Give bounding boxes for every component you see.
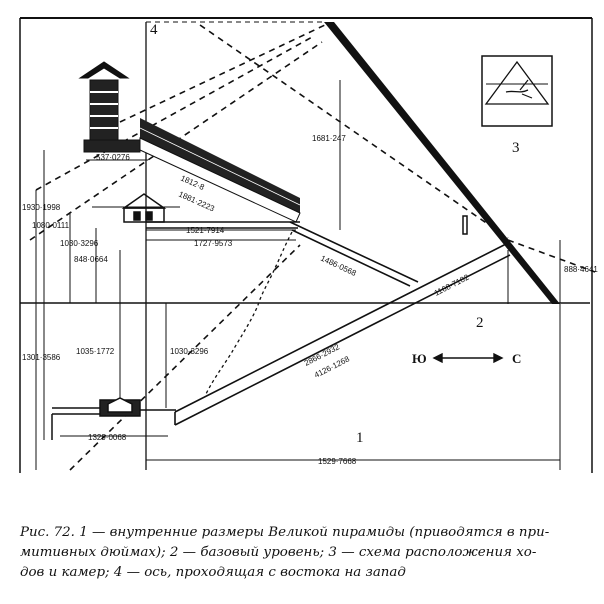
dim-537: 537·0276 [96, 153, 130, 162]
queens-chamber [121, 193, 167, 223]
dim-1168: 1168·7102 [433, 272, 471, 297]
south-north-arrow [432, 352, 504, 364]
dim-1329: 1329·0068 [88, 433, 127, 442]
shaft-marker [462, 215, 468, 235]
well-shaft [205, 231, 293, 395]
scheme-inset [481, 55, 553, 127]
dim-1030a: 1030·3296 [60, 239, 99, 248]
dim-1486: 1486·0568 [319, 254, 358, 279]
dim-1080: 1080·0111 [32, 221, 70, 230]
caption-line-2: митивных дюймах); 2 — базовый уровень; 3… [20, 545, 537, 560]
dim-1727: 1727·9573 [194, 239, 233, 248]
dim-1030b: 1030·3296 [170, 347, 209, 356]
pyramid-cross-section-diagram: 4 2 3 1 Ю С 537·0276 1681·247 1812·8 188… [19, 17, 598, 473]
descending-passage [174, 242, 511, 426]
label-north: С [512, 351, 521, 366]
dim-1681: 1681·247 [312, 134, 346, 143]
dimension-lines [35, 80, 561, 470]
frame-lines [19, 17, 593, 473]
caption-line-1: Рис. 72. 1 — внутренние размеры Великой … [20, 525, 550, 540]
label-base-2: 2 [476, 315, 484, 331]
dim-1035: 1035·1772 [76, 347, 115, 356]
label-ground-1: 1 [356, 430, 364, 446]
kings-chamber-tower [78, 61, 141, 153]
caption-line-3: дов и камер; 4 — ось, проходящая с восто… [20, 565, 406, 580]
ascending-passage [289, 221, 419, 287]
dim-1930: 1930·1998 [22, 203, 61, 212]
subterranean-chamber [52, 397, 176, 417]
dim-1521: 1521·7914 [186, 226, 225, 235]
dim-1529: 1529·7668 [318, 457, 357, 466]
dim-888: 888·4641 [564, 265, 598, 274]
label-scheme-3: 3 [512, 140, 520, 156]
figure-caption: Рис. 72. 1 — внутренние размеры Великой … [20, 523, 592, 583]
label-axis-4: 4 [150, 22, 158, 38]
label-south: Ю [412, 351, 427, 366]
horizontal-passage [146, 221, 300, 229]
dim-848: 848·0664 [74, 255, 108, 264]
dim-1301: 1301·3586 [22, 353, 61, 362]
dim-1881: 1881·2223 [177, 190, 216, 214]
grand-gallery [139, 118, 301, 223]
